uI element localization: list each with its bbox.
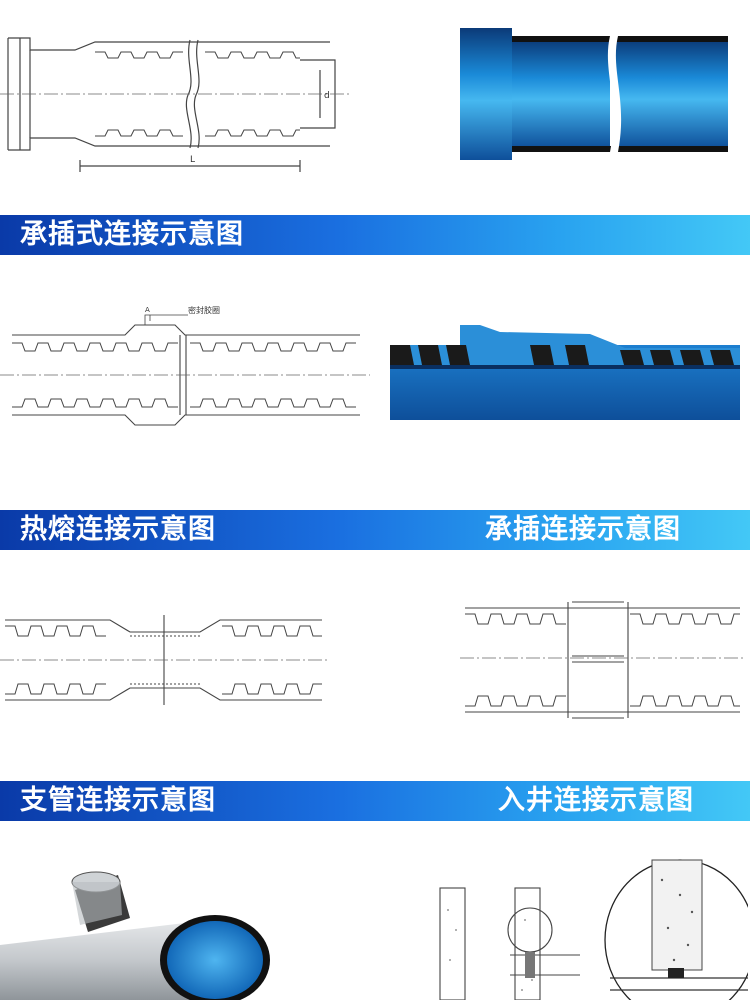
banner-heat-fusion: 热熔连接示意图 承插连接示意图 bbox=[0, 510, 750, 550]
socket-pipe-render bbox=[450, 20, 740, 170]
seal-ring-label: 密封胶圈 bbox=[188, 305, 220, 315]
banner-branch-pipe-title: 支管连接示意图 bbox=[20, 785, 216, 816]
branch-pipe-render bbox=[0, 850, 330, 1000]
banner-manhole-title: 入井连接示意图 bbox=[498, 785, 694, 816]
banner-socket-insert-title: 承插连接示意图 bbox=[485, 514, 681, 545]
banner-socket-connection: 承插式连接示意图 bbox=[0, 215, 750, 255]
butt-weld-drawing bbox=[0, 600, 330, 720]
length-label: L bbox=[190, 155, 195, 165]
dim-a-label: A bbox=[145, 306, 150, 314]
banner-heat-fusion-title: 热熔连接示意图 bbox=[20, 514, 216, 545]
banner-socket-connection-title: 承插式连接示意图 bbox=[20, 219, 244, 250]
coupling-drawing bbox=[460, 600, 745, 720]
heat-fusion-drawing: A 密封胶圈 bbox=[0, 285, 380, 455]
manhole-drawing bbox=[430, 850, 748, 1000]
banner-branch-pipe: 支管连接示意图 入井连接示意图 bbox=[0, 781, 750, 821]
socket-pipe-drawing: L d bbox=[0, 0, 360, 210]
socket-insert-render bbox=[390, 320, 740, 420]
diameter-label: d bbox=[324, 91, 330, 101]
